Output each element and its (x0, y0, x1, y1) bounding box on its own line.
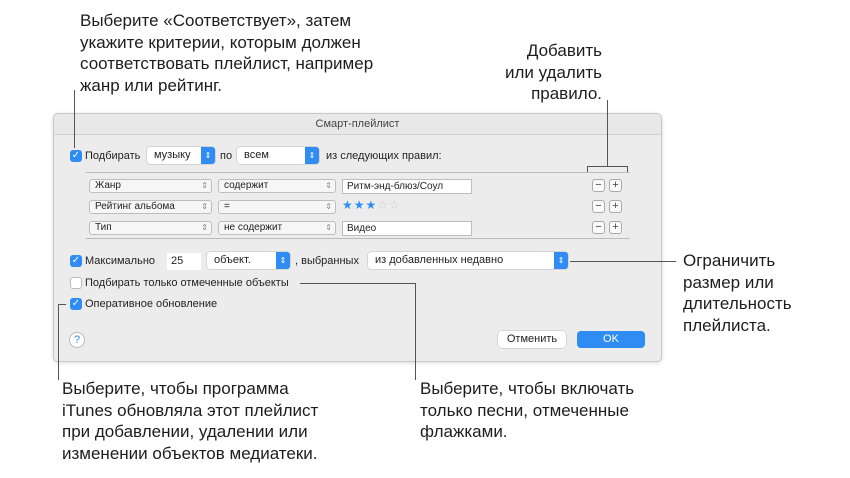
callout-line: iTunes обновляла этот плейлист (62, 400, 319, 420)
limit-checkbox[interactable]: ✓ (70, 255, 82, 267)
popup-value: всем (244, 149, 269, 161)
rule-value-input[interactable]: Ритм-энд-блюз/Соул (342, 179, 472, 194)
select-value: Рейтинг альбома (95, 201, 175, 212)
rule-field-select[interactable]: Тип ⇕ (89, 221, 212, 235)
limit-label: Максимально (85, 255, 156, 267)
help-button[interactable]: ? (69, 332, 85, 348)
callout-line: соответствовать плейлист, например (80, 54, 374, 73)
select-value: Тип (95, 222, 112, 233)
rule-op-select[interactable]: содержит ⇕ (218, 179, 336, 193)
remove-rule-button[interactable]: − (592, 179, 605, 192)
popup-value: музыку (154, 149, 191, 161)
callout-line: Добавить (526, 41, 602, 60)
callout-add-remove: Добавить или удалить правило. (505, 40, 602, 105)
match-checkbox[interactable]: ✓ (70, 150, 82, 162)
rule-field-select[interactable]: Жанр ⇕ (89, 179, 212, 193)
chevron-updown-icon: ⇕ (276, 252, 290, 269)
select-value: Жанр (95, 180, 121, 191)
callout-line: Выберите, чтобы включать (420, 379, 635, 398)
dialog-title: Смарт-плейлист (54, 114, 661, 135)
by-label: по (220, 150, 233, 162)
chevron-updown-icon: ⇕ (325, 181, 332, 190)
popup-value: объект. (214, 254, 251, 266)
callout-line: только песни, отмеченные (420, 400, 629, 420)
callout-match-criteria: Выберите «Соответствует», затем укажите … (80, 10, 373, 96)
chevron-updown-icon: ⇕ (554, 252, 568, 269)
star-empty-icon: ☆☆ (377, 198, 401, 212)
callout-line: укажите критерии, которым должен (80, 32, 361, 52)
match-label: Подбирать (85, 150, 141, 162)
select-value: содержит (224, 180, 269, 191)
leader-line (74, 90, 75, 148)
rule-op-select[interactable]: не содержит ⇕ (218, 221, 336, 235)
chevron-updown-icon: ⇕ (325, 202, 332, 211)
star-filled-icon: ★★★ (342, 198, 378, 212)
leader-line (587, 166, 588, 172)
callout-line: или удалить (504, 62, 602, 82)
callout-line: Выберите, чтобы программа (62, 379, 289, 398)
cancel-button[interactable]: Отменить (498, 331, 566, 348)
checked-only-label: Подбирать только отмеченные объекты (85, 277, 289, 289)
match-mode-popup[interactable]: всем ⇕ (237, 147, 319, 164)
smart-playlist-dialog: Смарт-плейлист ✓ Подбирать музыку ⇕ по вс… (53, 113, 662, 362)
ok-button[interactable]: OK (577, 331, 645, 348)
rule-field-select[interactable]: Рейтинг альбома ⇕ (89, 200, 212, 214)
leader-line (570, 261, 676, 262)
callout-live-update: Выберите, чтобы программа iTunes обновля… (62, 378, 318, 464)
rule-value-input[interactable]: Видео (342, 221, 472, 236)
match-kind-popup[interactable]: музыку ⇕ (147, 147, 215, 164)
callout-line: размер или (683, 272, 774, 292)
rating-stars[interactable]: ★★★☆☆ (342, 198, 401, 212)
callout-line: жанр или рейтинг. (80, 75, 222, 95)
callout-line: длительность (683, 294, 792, 313)
rules-list: Жанр ⇕ содержит ⇕ Ритм-энд-блюз/Соул − + Р… (86, 172, 630, 239)
selected-by-popup[interactable]: из добавленных недавно ⇕ (368, 252, 568, 269)
remove-rule-button[interactable]: − (592, 221, 605, 234)
leader-line (300, 283, 415, 284)
add-rule-button[interactable]: + (609, 179, 622, 192)
chevron-updown-icon: ⇕ (305, 147, 319, 164)
limit-value-input[interactable]: 25 (167, 253, 201, 270)
chevron-updown-icon: ⇕ (325, 223, 332, 232)
select-value: не содержит (224, 222, 283, 233)
callout-line: Выберите «Соответствует», затем (80, 11, 352, 30)
callout-line: изменении объектов медиатеки. (62, 443, 318, 463)
add-rule-button[interactable]: + (609, 200, 622, 213)
leader-line (607, 100, 608, 166)
chevron-updown-icon: ⇕ (201, 147, 215, 164)
callout-line: Ограничить (683, 251, 776, 270)
leader-line (58, 304, 66, 305)
leader-line (58, 304, 59, 380)
rule-op-select[interactable]: =⇕ (218, 200, 336, 214)
rules-suffix: из следующих правил: (326, 150, 442, 162)
callout-checked-only: Выберите, чтобы включать только песни, о… (420, 378, 634, 443)
live-update-label: Оперативное обновление (85, 298, 218, 310)
chevron-updown-icon: ⇕ (201, 202, 208, 211)
callout-line: флажками. (420, 422, 508, 441)
callout-line: правило. (531, 84, 602, 103)
callout-line: при добавлении, удалении или (62, 422, 308, 441)
chevron-updown-icon: ⇕ (201, 223, 208, 232)
live-update-checkbox[interactable]: ✓ (70, 298, 82, 310)
leader-line (587, 166, 628, 167)
chevron-updown-icon: ⇕ (201, 181, 208, 190)
add-rule-button[interactable]: + (609, 221, 622, 234)
leader-line (415, 283, 416, 380)
popup-value: из добавленных недавно (375, 254, 504, 266)
remove-rule-button[interactable]: − (592, 200, 605, 213)
limit-unit-popup[interactable]: объект. ⇕ (207, 252, 290, 269)
selected-label: , выбранных (295, 255, 359, 267)
leader-line (627, 166, 628, 172)
select-value: = (224, 201, 230, 212)
callout-limit: Ограничить размер или длительность плейл… (683, 250, 792, 336)
callout-line: плейлиста. (683, 315, 771, 335)
checked-only-checkbox[interactable] (70, 277, 82, 289)
